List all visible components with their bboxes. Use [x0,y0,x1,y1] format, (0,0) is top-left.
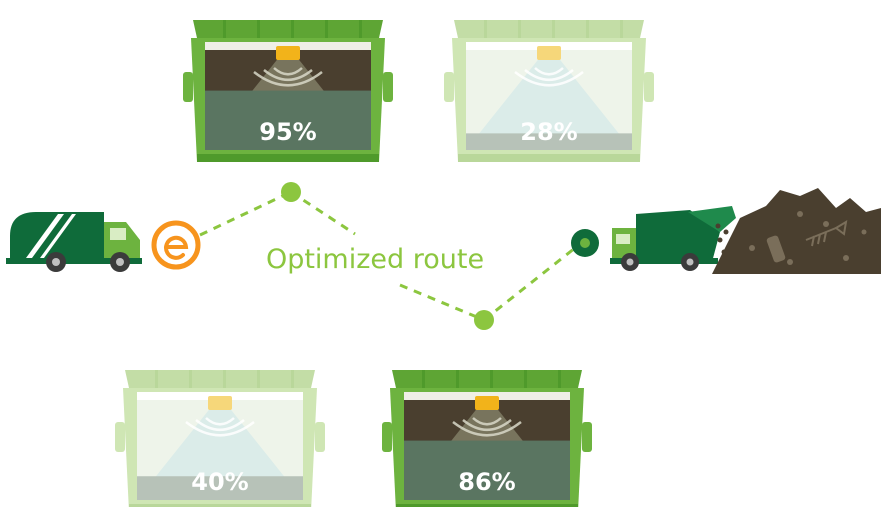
bins-layer: 95% 28% 40% 86% [115,20,654,507]
sensor-wave [273,67,303,76]
bin-base [197,154,379,162]
bin-lid-rib [558,370,561,388]
bin-lid-rib [620,20,623,38]
fill-percentage: 28% [520,118,577,146]
sensor-wave [185,421,255,437]
waste-level [137,476,303,500]
route-end-node [571,229,599,257]
route-lines [199,190,576,322]
sensor-wave [472,417,502,426]
waste-level [404,440,570,500]
bin-lid-rib [155,370,158,388]
sensor-wave [195,419,245,432]
bin-lid [454,20,644,38]
waste-bin: 86% [382,370,592,507]
bin-handle-left [183,72,193,102]
bin-base [458,154,640,162]
waste-bin: 40% [115,370,325,507]
sensor-wave [514,71,584,87]
sensor-wave [263,69,313,82]
route-node-bottom [474,310,494,330]
route-label: Optimized route [266,244,484,275]
sensor-beam [466,56,632,150]
sensor-icon [276,46,300,60]
garbage-truck-icon [6,212,142,272]
bin-lid-rib [359,20,362,38]
bin-lid-rib [257,20,260,38]
fill-percentage: 95% [259,118,316,146]
sensor-wave [524,69,574,82]
route-segment-2 [290,190,356,236]
bin-lid-rib [524,370,527,388]
bin-handle-right [383,72,393,102]
bin-lid-rib [552,20,555,38]
bin-handle-left [115,422,125,452]
sensor-wave [462,419,512,432]
waste-level [466,133,632,150]
route-segment-1 [199,190,292,237]
bin-lid [193,20,383,38]
bin-base [129,504,311,507]
landfill-icon [712,188,881,274]
bin-handle-right [582,422,592,452]
sensor-wave [534,67,564,76]
sensor-wave [253,71,323,87]
bin-base [396,504,578,507]
route-segment-4 [483,246,576,322]
bin-lid-rib [257,370,260,388]
bin-lid-rib [291,20,294,38]
waste-level [205,90,371,150]
bin-lid [392,370,582,388]
bin-lid-rib [189,370,192,388]
bin-handle-right [315,422,325,452]
sensor-icon [475,396,499,410]
garbage-truck-unloading-icon [610,206,736,271]
bin-lid-rib [518,20,521,38]
bin-lid-rib [223,370,226,388]
e-logo-icon [151,220,201,270]
bin-lid-rib [586,20,589,38]
fill-percentage: 40% [191,468,248,496]
bin-handle-right [644,72,654,102]
bin-lid-rib [325,20,328,38]
bin-handle-left [444,72,454,102]
fill-percentage: 86% [458,468,515,496]
bin-lid [125,370,315,388]
bin-lid-rib [484,20,487,38]
sensor-wave [452,421,522,437]
bin-handle-left [382,422,392,452]
bin-lid-rib [490,370,493,388]
bin-lid-rib [223,20,226,38]
sensor-icon [208,396,232,410]
bin-lid-rib [291,370,294,388]
route-segment-3 [399,283,485,322]
bin-lid-rib [456,370,459,388]
sensor-wave [205,417,235,426]
waste-bin: 95% [183,20,393,162]
route-node-top [281,182,301,202]
sensor-icon [537,46,561,60]
bin-lid-rib [422,370,425,388]
waste-bin: 28% [444,20,654,162]
